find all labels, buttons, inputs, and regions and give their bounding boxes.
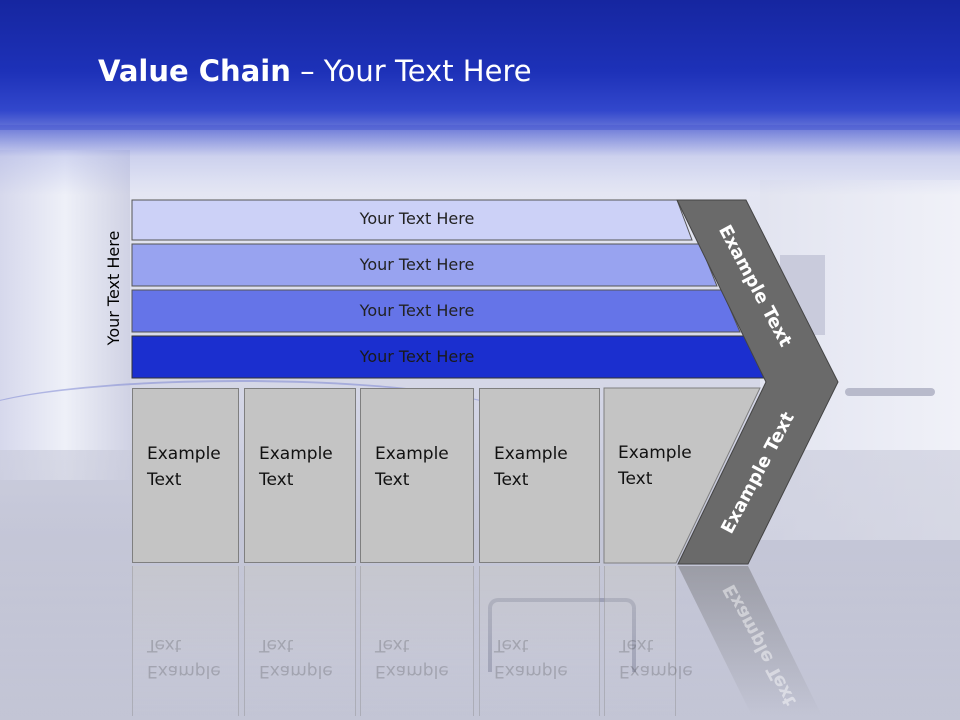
column-2-reflection: Example Text bbox=[244, 566, 356, 716]
column-1-reflection: Example Text bbox=[132, 566, 239, 716]
title-rest: – Your Text Here bbox=[290, 54, 532, 88]
title-bold: Value Chain bbox=[98, 54, 291, 88]
side-label: Your Text Here bbox=[104, 230, 123, 346]
band-2-shape bbox=[131, 243, 718, 287]
column-3-reflection-text: Example Text bbox=[375, 635, 449, 681]
column-5-reflection: Example Text bbox=[604, 566, 693, 716]
band-4-label: Your Text Here bbox=[359, 347, 475, 366]
column-1: Example Text bbox=[132, 388, 239, 563]
chevron-reflection bbox=[678, 566, 822, 716]
slide-title: Value Chain – Your Text Here bbox=[98, 54, 532, 88]
column-4: Example Text bbox=[479, 388, 600, 563]
column-3: Example Text bbox=[360, 388, 474, 563]
band-3-label: Your Text Here bbox=[359, 301, 475, 320]
column-1-reflection-text: Example Text bbox=[147, 635, 221, 681]
background-stool bbox=[845, 388, 935, 396]
column-4-reflection: Example Text bbox=[479, 566, 600, 716]
column-3-label: Example Text bbox=[375, 444, 449, 490]
column-5: Example Text bbox=[604, 388, 704, 563]
background-curve bbox=[0, 380, 520, 462]
column-5-label: Example Text bbox=[618, 443, 692, 489]
column-4-reflection-text: Example Text bbox=[494, 635, 568, 681]
column-4-label: Example Text bbox=[494, 444, 568, 490]
band-2-label: Your Text Here bbox=[359, 255, 475, 274]
header-bar bbox=[0, 0, 960, 130]
band-3-shape bbox=[131, 289, 741, 333]
column-5-shape bbox=[603, 387, 761, 564]
header-fade bbox=[0, 125, 960, 195]
column-1-label: Example Text bbox=[147, 444, 221, 490]
chevron-arrow bbox=[676, 199, 839, 565]
column-2-label: Example Text bbox=[259, 444, 333, 490]
band-1-shape bbox=[131, 199, 693, 241]
column-2-reflection-text: Example Text bbox=[259, 635, 333, 681]
band-1-label: Your Text Here bbox=[359, 209, 475, 228]
column-3-reflection: Example Text bbox=[360, 566, 474, 716]
column-2: Example Text bbox=[244, 388, 356, 563]
